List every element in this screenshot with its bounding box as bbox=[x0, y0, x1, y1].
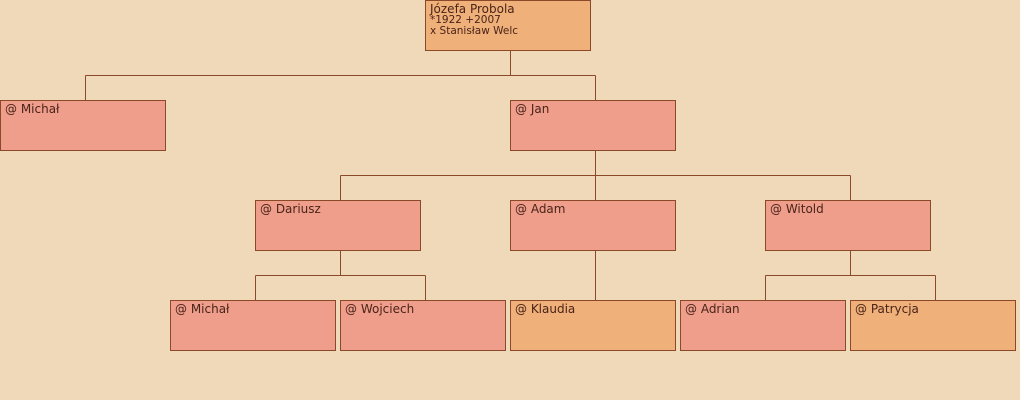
person-box-witold[interactable]: @ Witold bbox=[765, 200, 931, 251]
person-box-michal-2[interactable]: @ Michał bbox=[170, 300, 336, 351]
person-name: @ Michał bbox=[175, 302, 230, 316]
person-box-michal[interactable]: @ Michał bbox=[0, 100, 166, 151]
person-box-jozefa-probola[interactable]: Józefa Probola *1922 +2007 x Stanisław W… bbox=[425, 0, 591, 51]
person-dates: *1922 +2007 bbox=[430, 14, 501, 26]
person-name: @ Adam bbox=[515, 202, 566, 216]
person-box-patrycja[interactable]: @ Patrycja bbox=[850, 300, 1016, 351]
person-box-jan[interactable]: @ Jan bbox=[510, 100, 676, 151]
person-name: @ Dariusz bbox=[260, 202, 321, 216]
person-name: @ Michał bbox=[5, 102, 60, 116]
person-name: Józefa Probola bbox=[430, 2, 515, 16]
person-name: @ Patrycja bbox=[855, 302, 919, 316]
person-box-wojciech[interactable]: @ Wojciech bbox=[340, 300, 506, 351]
person-name: @ Jan bbox=[515, 102, 550, 116]
person-box-klaudia[interactable]: @ Klaudia bbox=[510, 300, 676, 351]
person-name: @ Klaudia bbox=[515, 302, 576, 316]
person-box-dariusz[interactable]: @ Dariusz bbox=[255, 200, 421, 251]
person-name: @ Wojciech bbox=[345, 302, 415, 316]
person-name: @ Witold bbox=[770, 202, 824, 216]
person-box-adam[interactable]: @ Adam bbox=[510, 200, 676, 251]
person-spouse: x Stanisław Welc bbox=[430, 25, 519, 37]
person-box-adrian[interactable]: @ Adrian bbox=[680, 300, 846, 351]
person-name: @ Adrian bbox=[685, 302, 740, 316]
